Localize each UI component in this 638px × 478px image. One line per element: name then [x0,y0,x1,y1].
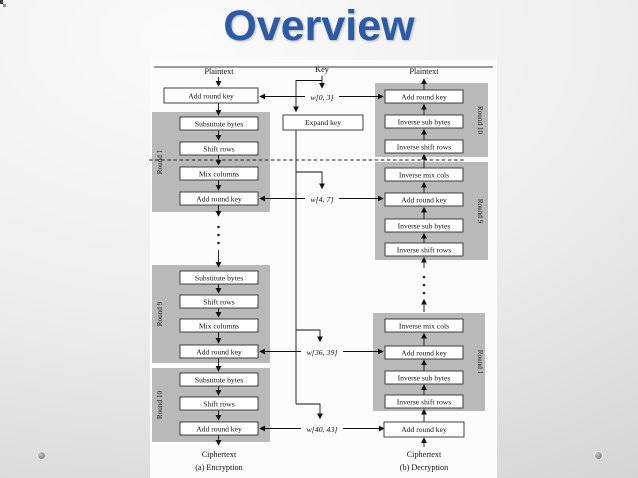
decorative-circle-right [595,452,602,459]
caption-decryption: (b) Decryption [400,463,448,472]
encryption-step-boxes [163,87,259,436]
step-label: Shift rows [203,400,234,409]
step-label: Substitute bytes [195,274,243,283]
step-label: Add round key [401,425,447,434]
w03-label: w[0, 3] [311,93,334,102]
round-label: Round 1 [476,350,484,375]
step-label: Inverse sub bytes [398,222,451,231]
step-box [384,192,464,207]
step-label: Add round key [401,196,447,205]
step-label: Add round key [196,425,242,434]
step-label: Add round key [401,93,447,102]
corner-artifact [3,4,6,7]
step-label: Inverse sub bytes [398,374,451,383]
w47-label: w[4, 7] [311,195,334,204]
round-label: Round 1 [156,149,164,174]
w4043-label: w[40, 43] [307,425,338,434]
round-label: Round 10 [156,391,164,420]
key-schedule-lines [259,75,385,432]
step-box [179,270,259,285]
step-box [179,396,259,411]
caption-encryption: (a) Encryption [195,463,243,472]
step-label: Inverse sub bytes [398,118,451,127]
step-box [179,191,259,206]
decryption-step-boxes [383,89,465,438]
step-label: Add round key [401,349,447,358]
step-label: Shift rows [203,298,234,307]
key-label: Key [315,65,330,74]
step-label: Mix columns [199,322,239,331]
w3639-label: w[36, 39] [307,348,338,357]
step-box [384,139,464,154]
step-label: Inverse mix cols [399,171,449,180]
step-box [179,344,259,359]
step-label: Add round key [188,92,234,101]
round-label: Round 9 [476,199,484,224]
step-label: Inverse shift rows [397,143,451,152]
plaintext-label-dec: Plaintext [409,67,439,76]
ciphertext-label-dec: Ciphertext [407,450,442,459]
step-label: Add round key [196,348,242,357]
step-box [383,421,465,438]
round-label: Round 10 [476,106,484,135]
round-label: Round 9 [156,301,164,326]
ciphertext-label-enc: Ciphertext [202,450,237,459]
step-box [179,116,259,131]
step-box [384,114,464,129]
slide-title: Overview [223,2,415,50]
expand-key-box [282,114,364,131]
step-box [384,167,464,182]
step-box [384,345,464,360]
step-box [384,394,464,409]
step-box [384,89,464,104]
step-box [179,318,259,333]
plaintext-label-enc: Plaintext [204,67,234,76]
step-box [179,372,259,387]
step-label: Substitute bytes [195,376,243,385]
step-label: Substitute bytes [195,120,243,129]
step-box [384,370,464,385]
corner-artifact [0,0,3,4]
step-label: Shift rows [203,145,234,154]
step-label: Inverse shift rows [397,398,451,407]
step-box [179,294,259,309]
step-box [179,141,259,156]
step-label: Inverse mix cols [399,322,449,331]
continuation-dots [217,225,426,295]
step-box [384,218,464,233]
step-label: Add round key [196,195,242,204]
w-label-masks [301,90,343,435]
step-box [179,421,259,436]
step-box [179,166,259,181]
step-label: Mix columns [199,170,239,179]
step-box [384,318,464,333]
step-label: Inverse shift rows [397,246,451,255]
expand-key-label: Expand key [305,118,341,127]
step-box [163,87,259,104]
decorative-circle-left [38,452,45,459]
step-box [384,242,464,257]
